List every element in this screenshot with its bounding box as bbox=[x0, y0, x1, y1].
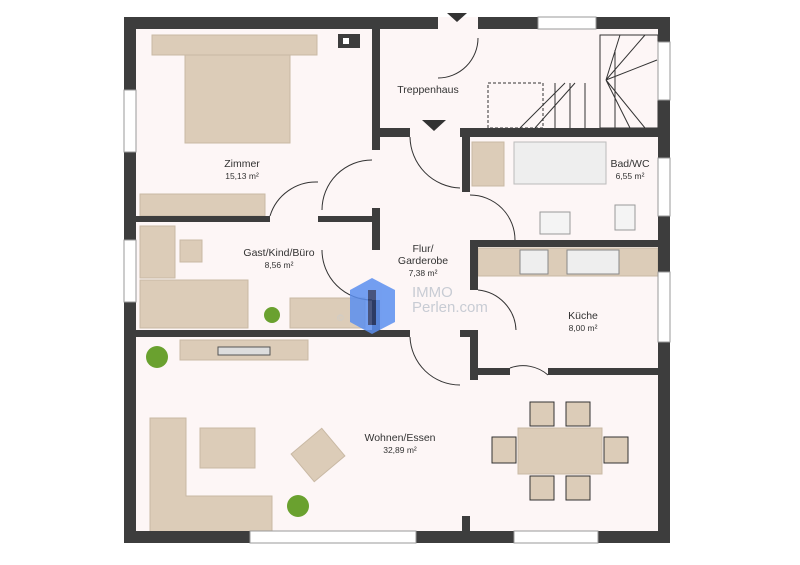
watermark-line1: IMMO bbox=[412, 284, 453, 301]
room-name-line2: Garderobe bbox=[397, 255, 449, 267]
armchair bbox=[290, 427, 346, 483]
room-name: Küche bbox=[568, 310, 598, 322]
immoperlen-logo-icon bbox=[350, 278, 395, 334]
door-arcs bbox=[269, 37, 549, 386]
room-area: 7,38 m² bbox=[408, 268, 438, 278]
chair bbox=[179, 239, 203, 263]
coffee-table bbox=[199, 427, 256, 469]
room-name: Bad/WC bbox=[610, 158, 650, 170]
sofa-bed bbox=[139, 279, 249, 329]
room-treppenhaus: Treppenhaus bbox=[397, 84, 459, 96]
room-name: Treppenhaus bbox=[397, 84, 459, 96]
room-name: Gast/Kind/Büro bbox=[243, 247, 315, 259]
watermark-line2: Perlen.com bbox=[412, 299, 488, 316]
furniture bbox=[139, 34, 659, 535]
room-name: Zimmer bbox=[224, 158, 260, 170]
tv bbox=[217, 346, 271, 356]
room-area: 32,89 m² bbox=[383, 445, 417, 455]
plant-icons bbox=[146, 307, 309, 517]
room-area: 15,13 m² bbox=[225, 171, 259, 181]
wardrobe bbox=[139, 193, 266, 217]
bathtub bbox=[513, 141, 607, 185]
desk bbox=[139, 225, 176, 279]
room-area: 8,00 m² bbox=[568, 323, 598, 333]
sink bbox=[539, 211, 571, 235]
room-name: Flur/ bbox=[412, 243, 434, 255]
bed-headboard bbox=[151, 34, 318, 56]
bed bbox=[184, 54, 291, 144]
stove bbox=[519, 249, 549, 275]
room-area: 8,56 m² bbox=[264, 260, 294, 270]
dining-table bbox=[517, 427, 603, 475]
room-name: Wohnen/Essen bbox=[364, 432, 436, 444]
bath-cabinet bbox=[471, 141, 505, 187]
windows bbox=[123, 16, 671, 544]
toilet bbox=[614, 204, 636, 231]
entrance-arrow-icons bbox=[422, 13, 467, 131]
copyright-mark: © bbox=[337, 313, 344, 323]
kitchen-sink bbox=[566, 249, 620, 275]
room-area: 6,55 m² bbox=[615, 171, 645, 181]
